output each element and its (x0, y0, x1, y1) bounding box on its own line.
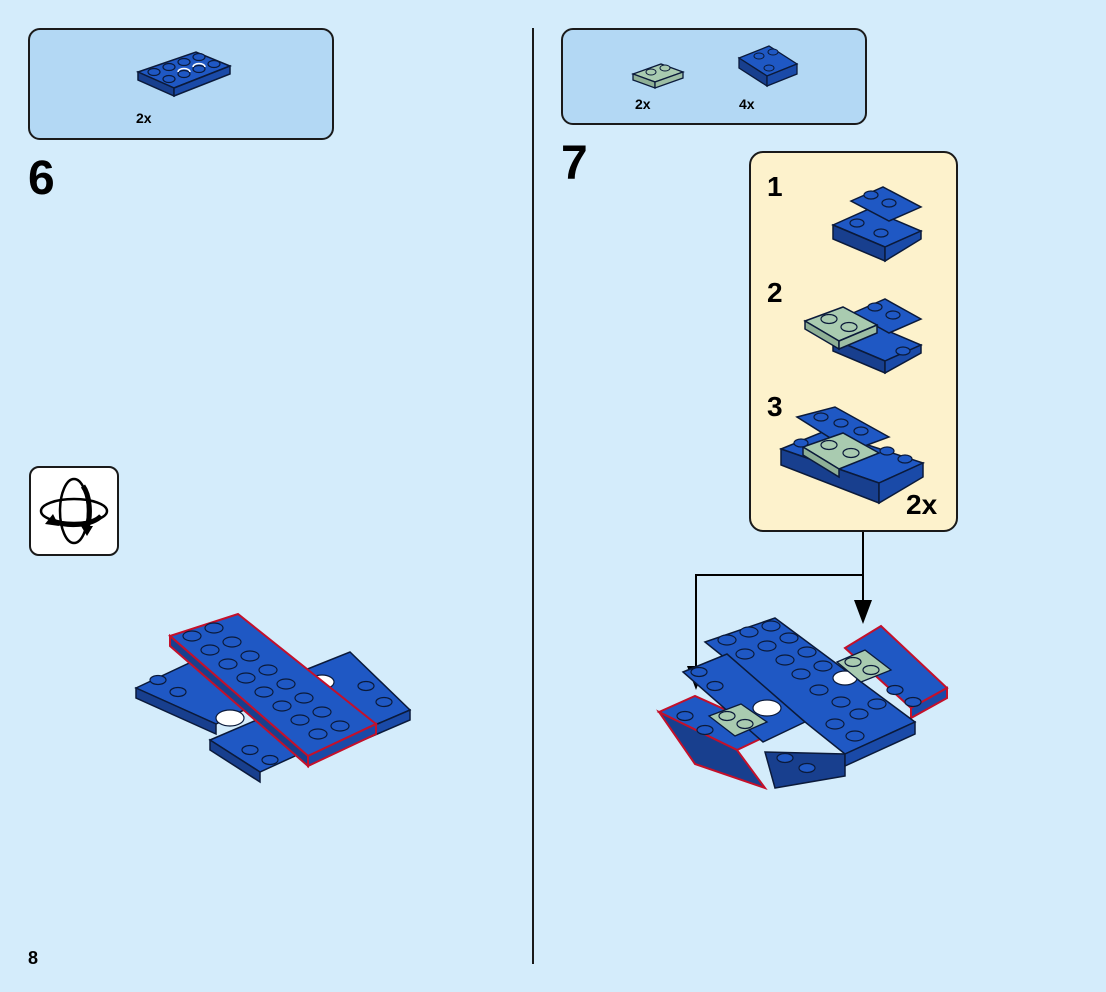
step6-model-illustration (134, 612, 412, 784)
substep-1-illustration (831, 186, 923, 263)
substep-3-number: 3 (767, 391, 783, 422)
step6-number: 6 (28, 152, 55, 205)
step7-model-illustration (656, 617, 949, 790)
step6-part-quantity: 2x (136, 110, 152, 126)
part-blue-inverted-slope-icon (737, 45, 799, 88)
substep-2-number: 2 (767, 277, 783, 308)
page-number: 8 (28, 948, 39, 968)
rotate-model-icon (39, 477, 109, 545)
step7-parts-box: 2x 4x (561, 28, 867, 125)
subassembly-callout: 1 2 3 (749, 151, 958, 532)
step7-part1-quantity: 2x (635, 96, 651, 112)
step7-number: 7 (561, 137, 588, 190)
arrow-right (854, 532, 872, 624)
substep-1-number: 1 (767, 171, 783, 202)
part-sand-green-plate-1x2-icon (631, 63, 685, 89)
subassembly-multiplier: 2x (906, 489, 938, 520)
substep-2-illustration (803, 298, 923, 375)
substep-3-illustration (778, 406, 926, 505)
step-divider (532, 28, 534, 964)
part-blue-plate-2x4-icon (135, 51, 233, 98)
step7-part2-quantity: 4x (739, 96, 755, 112)
rotate-model-box (29, 466, 119, 556)
step6-parts-box: 2x (28, 28, 334, 140)
